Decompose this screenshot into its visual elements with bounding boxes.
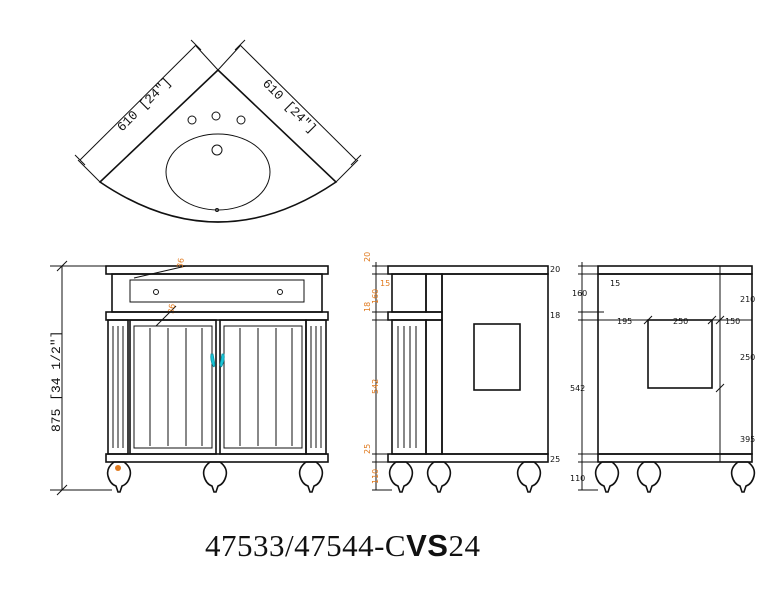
dim-line-right	[239, 44, 357, 161]
back-leg-1	[594, 461, 620, 493]
door-handle-right	[219, 353, 225, 368]
side-dim-18: 18	[363, 302, 372, 312]
front-countertop	[105, 265, 329, 275]
front-leg-2	[202, 461, 228, 493]
back-dim-195: 195	[617, 317, 632, 326]
back-dim-250-v: 250	[740, 353, 755, 362]
back-dim-250-h: 250	[673, 317, 688, 326]
front-base	[105, 453, 329, 463]
side-dim-15: 15	[380, 279, 390, 288]
countertop-outline	[98, 68, 338, 223]
front-leg-3	[298, 461, 324, 493]
dim-line-left	[79, 44, 197, 161]
dim-top-36: 36	[175, 257, 186, 269]
side-pilaster	[391, 319, 427, 455]
dim-height-label: 875 [34 1/2″]	[49, 331, 64, 432]
side-panel	[441, 273, 549, 455]
front-drawer	[129, 279, 305, 303]
front-belt-moulding	[105, 311, 329, 321]
right-door	[219, 319, 307, 455]
dim-top-left: 610 [24″]	[114, 75, 174, 135]
back-leg-3	[730, 461, 756, 493]
side-dim-25: 25	[363, 444, 372, 454]
left-door	[129, 319, 217, 455]
back-panel	[597, 273, 753, 455]
back-leg-2	[636, 461, 662, 493]
side-dim-110: 110	[371, 469, 380, 484]
back-dim-18: 18	[550, 311, 560, 320]
side-countertop	[387, 265, 549, 275]
side-base	[387, 453, 549, 463]
side-belt	[387, 311, 443, 321]
top-view: 610 [24″] 610 [24″]	[74, 39, 362, 223]
back-dim-395: 395	[740, 435, 755, 444]
overflow-hole	[215, 208, 219, 212]
front-leg-1	[106, 461, 132, 493]
faucet-hole-center	[211, 111, 221, 121]
back-dim-210: 210	[740, 295, 755, 304]
dim-door-36: 36	[166, 303, 177, 315]
side-dim-20: 20	[363, 252, 372, 262]
back-dim-150: 150	[725, 317, 740, 326]
drawer-knob-right	[277, 289, 283, 295]
model-bold: VS	[406, 528, 449, 563]
faucet-hole-left	[187, 115, 197, 125]
back-dim-15: 15	[610, 279, 620, 288]
door-handle-left	[210, 353, 216, 368]
side-cutout	[473, 323, 521, 391]
faucet-hole-right	[236, 115, 246, 125]
back-countertop	[597, 265, 753, 275]
back-view: 20 160 18 542 25 110 15 195 250 150 210 …	[550, 262, 756, 493]
side-dim-160: 160	[371, 289, 380, 304]
back-dim-20: 20	[550, 265, 560, 274]
model-number: 47533/47544-CVS24	[205, 528, 565, 568]
side-dim-542: 542	[371, 379, 380, 394]
drawer-knob-left	[153, 289, 159, 295]
side-upper-front	[391, 273, 427, 313]
model-suffix: 24	[448, 528, 481, 563]
back-dim-160: 160	[572, 289, 587, 298]
drain-hole	[211, 144, 223, 156]
back-base	[597, 453, 753, 463]
front-view: 875 [34 1/2″] 36 36	[49, 257, 329, 496]
side-leg-1	[388, 461, 414, 493]
model-prefix: 47533/47544-C	[205, 528, 407, 563]
back-dim-25: 25	[550, 455, 560, 464]
side-view: 20 15 160 18 542 25 110	[363, 252, 549, 493]
side-leg-3	[516, 461, 542, 493]
side-leg-2	[426, 461, 452, 493]
back-dim-542: 542	[570, 384, 585, 393]
dim-top-right: 610 [24″]	[259, 76, 319, 136]
back-cutout	[647, 319, 713, 389]
back-dim-110: 110	[570, 474, 585, 483]
